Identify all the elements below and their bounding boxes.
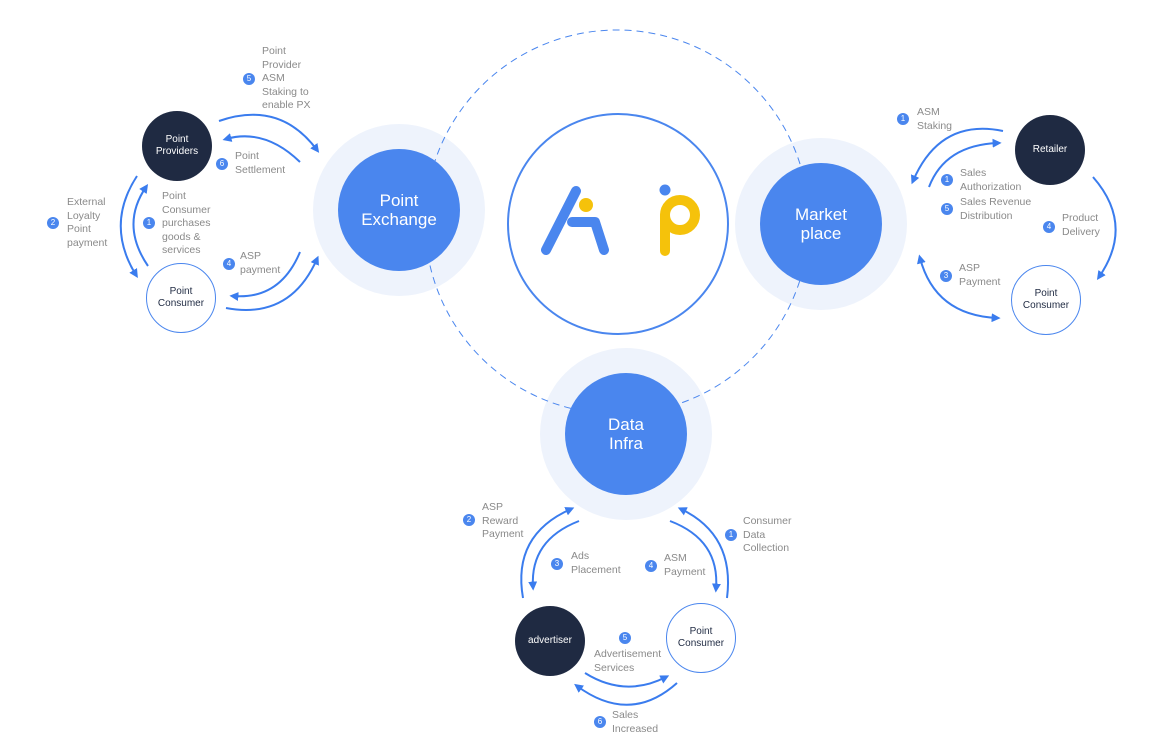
step-badge: 6 bbox=[216, 158, 228, 170]
point-providers-node[interactable]: Point Providers bbox=[142, 111, 212, 181]
step-label: Point Settlement bbox=[235, 150, 286, 176]
step-badge: 1 bbox=[941, 174, 953, 186]
arrow-advertisement-services bbox=[584, 672, 670, 688]
step-badge: 3 bbox=[940, 270, 952, 282]
step-label: ASM Staking bbox=[917, 106, 953, 132]
arrow-consumer-data bbox=[677, 507, 729, 599]
step-badge: 5 bbox=[619, 632, 631, 644]
arrow-asp-payment-out bbox=[225, 255, 319, 311]
step-badge: 5 bbox=[243, 73, 255, 85]
step-badge: 1 bbox=[143, 217, 155, 229]
step-label: Ads Placement bbox=[571, 550, 621, 576]
step-label: ASP Reward Payment bbox=[482, 501, 524, 541]
step-badge: 3 bbox=[551, 558, 563, 570]
logo-ring bbox=[507, 113, 729, 335]
arrow-sales-authorization bbox=[928, 138, 1002, 188]
step-badge: 2 bbox=[47, 217, 59, 229]
step-label: Consumer Data Collection bbox=[743, 515, 792, 555]
arrow-external-loyalty bbox=[119, 175, 138, 279]
step-badge: 4 bbox=[645, 560, 657, 572]
point-exchange-hub[interactable]: Point Exchange bbox=[338, 149, 460, 271]
arrow-asp-payment bbox=[917, 254, 1001, 323]
advertiser-node[interactable]: advertiser bbox=[515, 606, 585, 676]
step-label: Sales Authorization bbox=[960, 167, 1022, 193]
marketplace-hub[interactable]: Market place bbox=[760, 163, 882, 285]
arrow-asp-payment-in bbox=[229, 251, 301, 301]
arrow-provider-staking bbox=[218, 113, 320, 153]
step-badge: 2 bbox=[463, 514, 475, 526]
step-label: External Loyalty Point payment bbox=[67, 196, 108, 249]
data-infra-label: Data Infra bbox=[608, 415, 644, 453]
step-label: Product Delivery bbox=[1062, 212, 1100, 238]
step-badge: 1 bbox=[725, 529, 737, 541]
arrow-product-delivery bbox=[1092, 176, 1117, 280]
point-consumer-label: Point Consumer bbox=[157, 286, 205, 309]
step-label: Sales Revenue Distribution bbox=[960, 196, 1032, 222]
point-consumer-label: Point Consumer bbox=[677, 626, 725, 649]
data-infra-hub[interactable]: Data Infra bbox=[565, 373, 687, 495]
point-consumer-label: Point Consumer bbox=[1022, 288, 1070, 311]
arrow-point-settlement bbox=[222, 133, 301, 163]
point-consumer-node-right[interactable]: Point Consumer bbox=[1011, 265, 1081, 335]
point-exchange-label: Point Exchange bbox=[361, 191, 437, 229]
step-label: Advertisement Services bbox=[594, 648, 662, 674]
step-label: Sales Increased bbox=[612, 709, 659, 735]
step-label: ASP Payment bbox=[959, 262, 1001, 288]
step-badge: 5 bbox=[941, 203, 953, 215]
arrow-ads-placement bbox=[528, 520, 580, 591]
advertiser-label: advertiser bbox=[528, 635, 572, 646]
retailer-node[interactable]: Retailer bbox=[1015, 115, 1085, 185]
marketplace-label: Market place bbox=[795, 205, 847, 243]
step-badge: 4 bbox=[223, 258, 235, 270]
arrow-asm-payment bbox=[669, 520, 721, 593]
point-consumer-node-bottom[interactable]: Point Consumer bbox=[666, 603, 736, 673]
arrow-consumer-purchases bbox=[132, 184, 149, 267]
point-providers-label: Point Providers bbox=[155, 134, 199, 157]
step-badge: 1 bbox=[897, 113, 909, 125]
retailer-label: Retailer bbox=[1032, 144, 1068, 155]
step-badge: 6 bbox=[594, 716, 606, 728]
step-label: Point Provider ASM Staking to enable PX bbox=[262, 45, 311, 112]
step-label: ASM Payment bbox=[664, 552, 706, 578]
arrow-asm-staking bbox=[910, 127, 1004, 185]
step-badge: 4 bbox=[1043, 221, 1055, 233]
arrow-sales-increased bbox=[574, 682, 678, 706]
step-label: Point Consumer purchases goods & service… bbox=[162, 190, 211, 257]
arrow-asp-reward bbox=[520, 507, 575, 599]
ap-logo bbox=[541, 184, 700, 256]
point-consumer-node-left[interactable]: Point Consumer bbox=[146, 263, 216, 333]
step-label: ASP payment bbox=[240, 250, 281, 276]
